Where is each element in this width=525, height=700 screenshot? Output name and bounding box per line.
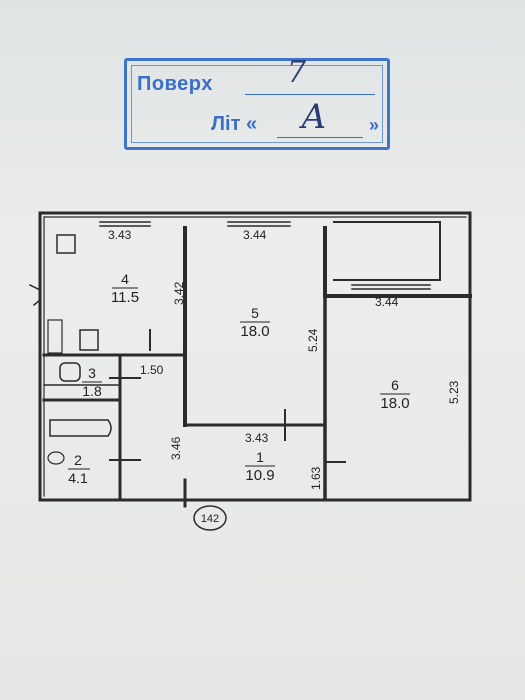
stamp: Поверх 7 Літ « А » — [124, 55, 390, 150]
stamp-floor-label: Поверх — [137, 73, 213, 95]
stamp-floor-value: 7 — [287, 55, 307, 90]
dimension-label: 3.44 — [375, 295, 399, 309]
dimension-label: 5.24 — [306, 328, 320, 352]
room-number: 6 — [391, 377, 399, 393]
toilet-icon — [59, 362, 81, 382]
stamp-lit-value: А — [301, 97, 327, 137]
room-area: 4.1 — [68, 470, 88, 486]
room-number: 1 — [256, 449, 264, 465]
room-area: 18.0 — [240, 323, 269, 340]
wall-notch — [28, 283, 41, 307]
room-area: 1.8 — [82, 383, 102, 399]
stamp-lit-label: Літ « — [211, 113, 258, 135]
dimension-label: 5.23 — [447, 380, 461, 404]
sink-icon — [79, 329, 99, 351]
windows — [99, 221, 431, 290]
room-number: 5 — [251, 305, 259, 321]
stair-mark-circle — [193, 505, 227, 531]
room-area: 11.5 — [111, 289, 139, 306]
stamp-floor-line — [245, 94, 375, 95]
dimension-label: 3.43 — [108, 228, 132, 242]
dimension-label: 3.43 — [245, 431, 269, 445]
room-number: 4 — [121, 271, 129, 287]
stove-icon — [56, 234, 76, 254]
dimension-label: 1.63 — [309, 466, 323, 490]
counter-icon — [47, 319, 63, 354]
room-number: 3 — [88, 365, 96, 381]
stair-mark-label: 142 — [201, 513, 219, 525]
stamp-lit-close: » — [369, 115, 380, 135]
dimension-label: 3.42 — [172, 281, 186, 305]
dimension-label: 3.46 — [169, 436, 183, 460]
room-area: 18.0 — [380, 395, 409, 412]
dimension-label: 1.50 — [140, 363, 164, 377]
room-area: 10.9 — [245, 467, 274, 484]
bathtub-icon — [49, 419, 112, 437]
dimension-label: 3.44 — [243, 228, 267, 242]
wall-balcony — [323, 226, 472, 298]
outer-wall — [38, 211, 472, 502]
stamp-inner-border — [131, 65, 383, 143]
stamp-lit-line — [277, 137, 363, 138]
balcony — [333, 221, 441, 281]
room-number: 2 — [74, 452, 82, 468]
washbasin-icon — [47, 451, 65, 465]
